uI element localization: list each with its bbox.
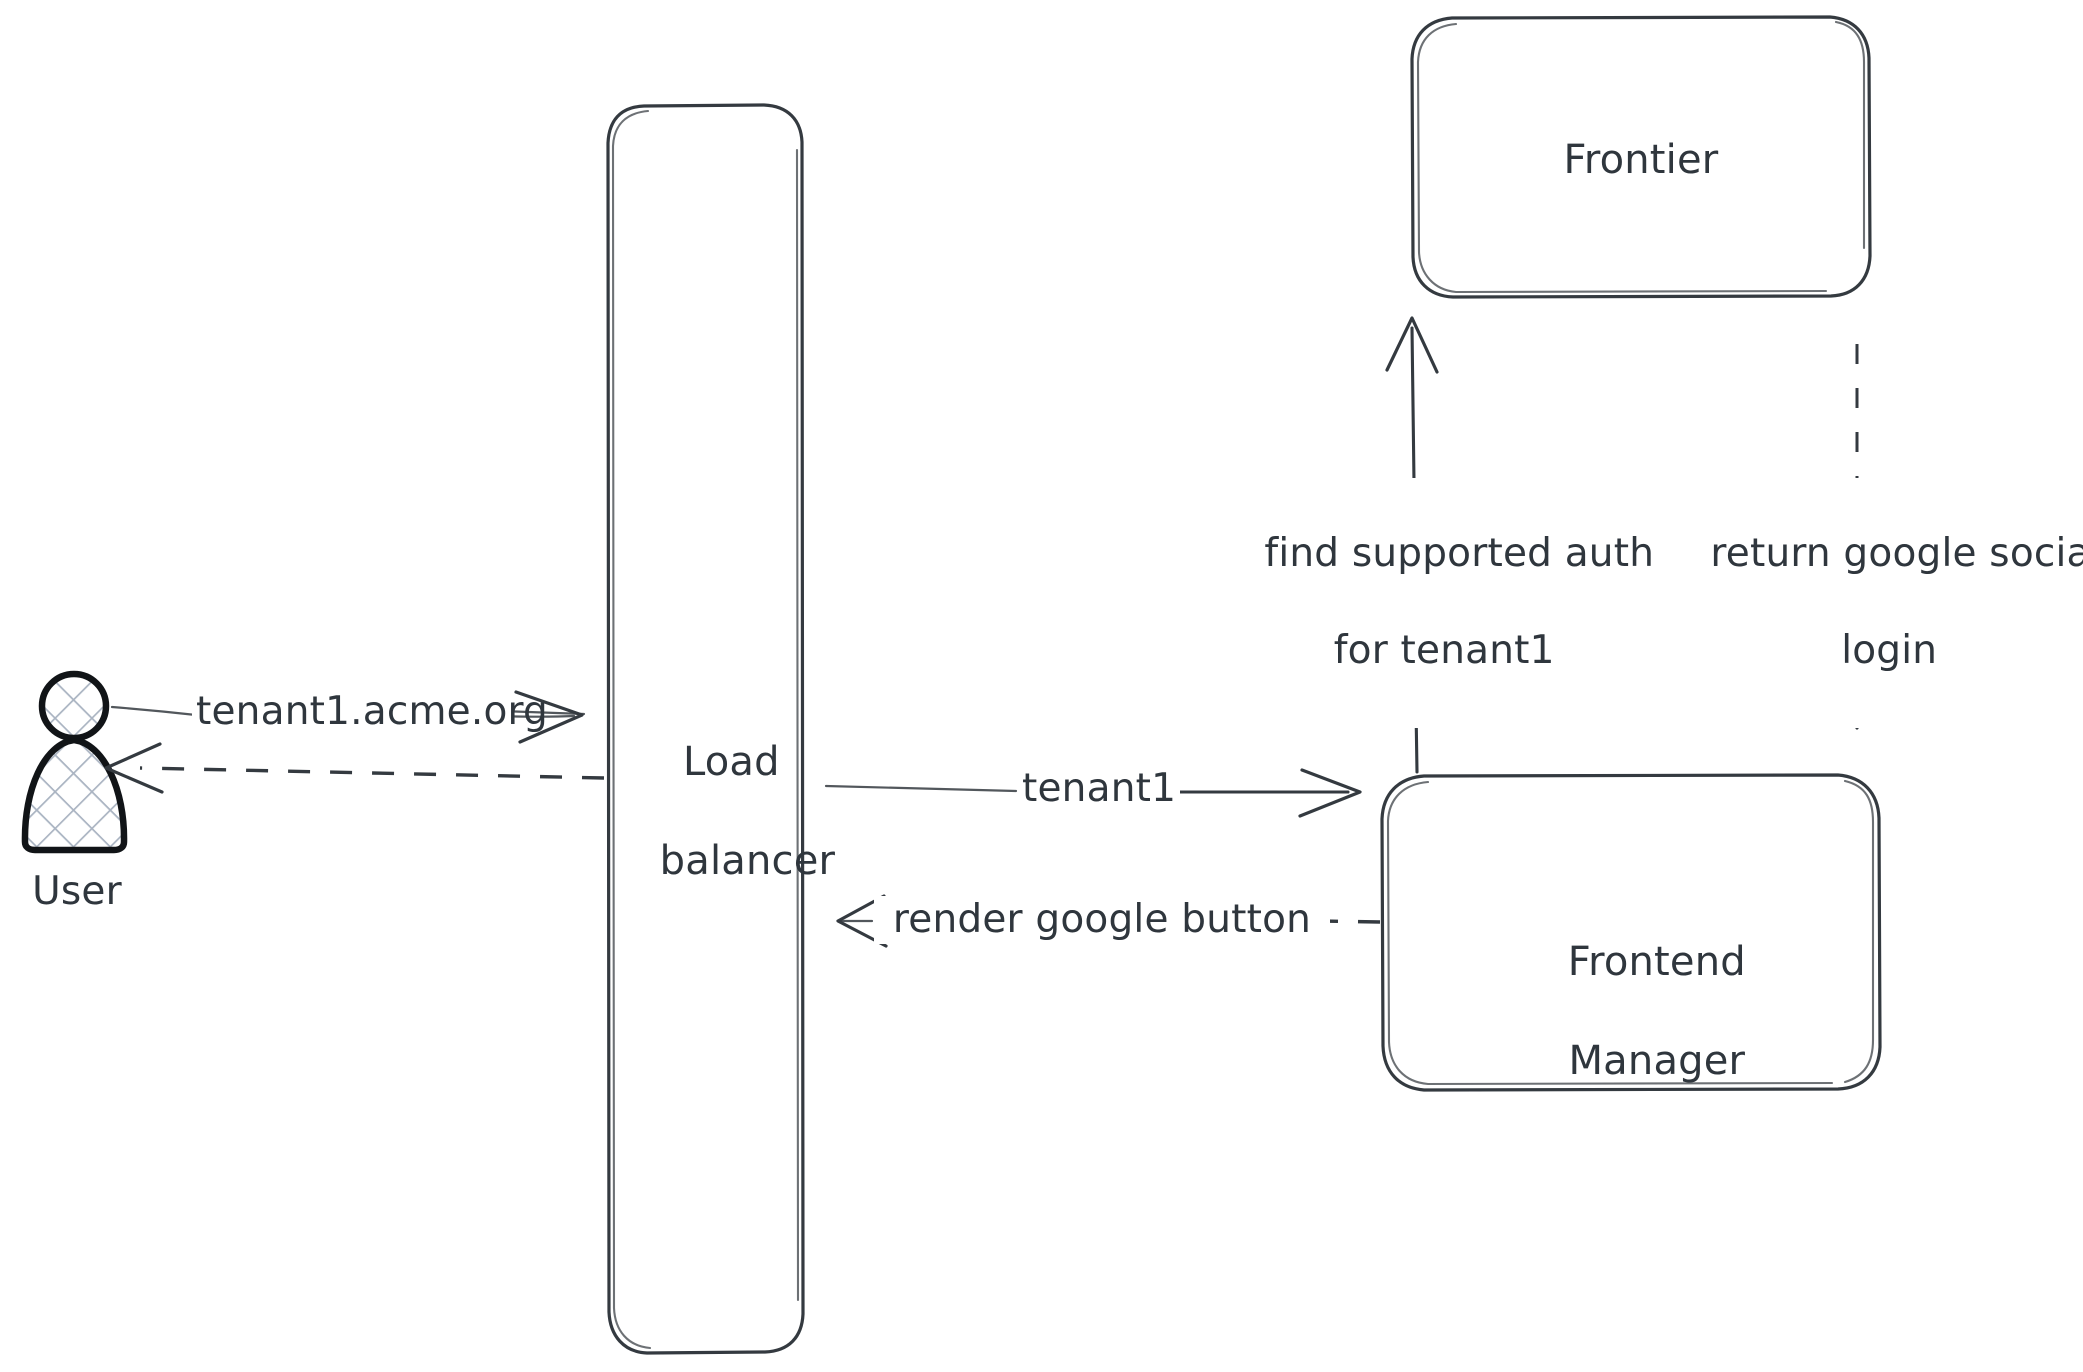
edge-user-to-load-balancer-line[interactable] [110,690,586,744]
node-frontier-shape[interactable] [1410,15,1872,299]
edge-frontier-to-frontend-manager-line[interactable] [1832,344,1882,730]
actor-user[interactable] [18,670,134,855]
node-load-balancer[interactable] [608,105,803,1353]
edge-load-balancer-to-user-line[interactable] [104,742,605,794]
edge-load-balancer-to-frontend-manager-line[interactable] [824,768,1362,818]
edge-frontend-manager-to-frontier-line[interactable] [1385,316,1439,774]
node-frontend-manager-shape[interactable] [1380,773,1882,1092]
node-load-balancer-shape[interactable] [606,103,805,1355]
actor-user-icon[interactable] [21,670,128,854]
node-frontend-manager[interactable] [1382,775,1880,1090]
node-frontier[interactable] [1412,17,1870,297]
edge-frontend-manager-to-load-balancer-line[interactable] [836,894,1381,948]
